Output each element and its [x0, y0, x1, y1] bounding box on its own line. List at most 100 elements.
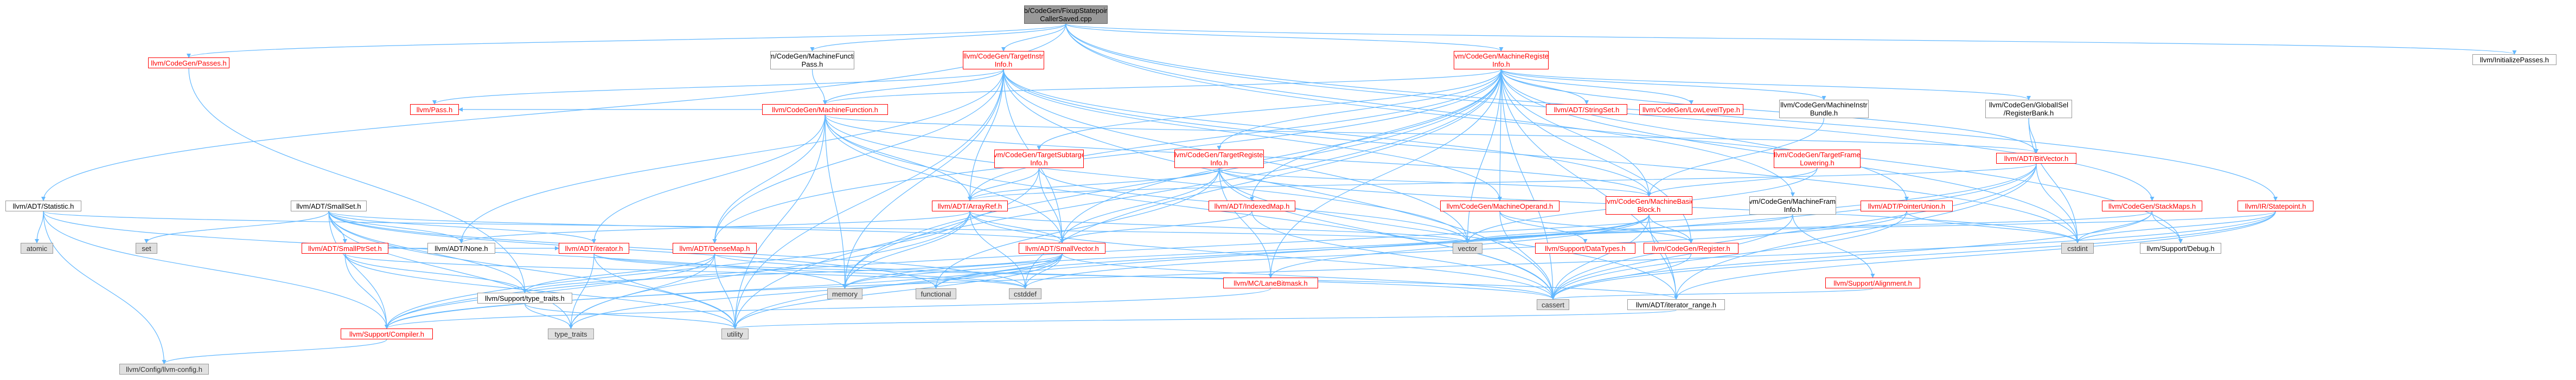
- node-std-memory[interactable]: memory: [827, 288, 862, 299]
- node-iterator-range[interactable]: llvm/ADT/iterator_range.h: [1627, 299, 1725, 310]
- node-arrayref[interactable]: llvm/ADT/ArrayRef.h: [932, 201, 1008, 211]
- edge-smallvector-to-type_traits_h: [522, 253, 1063, 293]
- edge-smallptrset-to-compiler: [344, 253, 389, 329]
- node-std-type-traits[interactable]: type_traits: [548, 329, 594, 339]
- edge-machine_frame_info-to-cassert: [1551, 214, 1793, 300]
- edge-arrayref-to-none: [459, 211, 970, 243]
- edge-machine_operand-to-datatypes: [1499, 211, 1588, 243]
- edge-arrayref-to-cstddef: [969, 211, 1027, 289]
- node-pointerunion[interactable]: llvm/ADT/PointerUnion.h: [1861, 201, 1953, 211]
- node-statistic[interactable]: llvm/ADT/Statistic.h: [5, 201, 81, 211]
- node-initialize-passes[interactable]: llvm/InitializePasses.h: [2472, 54, 2556, 65]
- edge-smallvector-to-compiler: [385, 253, 1063, 329]
- edge-bitvector-to-utility: [733, 163, 2037, 329]
- node-densemap[interactable]: llvm/ADT/DenseMap.h: [673, 243, 757, 254]
- node-std-functional[interactable]: functional: [916, 288, 956, 299]
- node-smallvector[interactable]: llvm/ADT/SmallVector.h: [1019, 243, 1105, 254]
- edge-machine_function-to-cassert: [824, 114, 1555, 300]
- node-pass[interactable]: llvm/Pass.h: [410, 104, 459, 115]
- edge-target_instr_info-to-machine_operand: [1003, 69, 1502, 201]
- edge-bitvector-to-cassert: [1551, 163, 2037, 300]
- node-std-utility[interactable]: utility: [721, 329, 749, 339]
- node-std-atomic[interactable]: atomic: [21, 243, 53, 254]
- edge-stackmaps-to-vector: [1465, 211, 2153, 243]
- node-std-cstdint[interactable]: cstdint: [2061, 243, 2094, 254]
- edge-compiler-to-config: [162, 339, 387, 364]
- edge-machine_operand-to-codegen_register: [1499, 211, 1693, 243]
- edge-smallvector-to-memory: [842, 253, 1063, 289]
- node-stackmaps[interactable]: llvm/CodeGen/StackMaps.h: [2102, 201, 2202, 211]
- edge-smallset-to-smallptrset: [328, 211, 347, 243]
- node-std-cassert[interactable]: cassert: [1537, 299, 1569, 310]
- node-machine-operand[interactable]: llvm/CodeGen/MachineOperand.h: [1440, 201, 1559, 211]
- edge-target_instr_info-to-cassert: [1003, 69, 1555, 300]
- edge-target_instr_info-to-utility: [733, 69, 1004, 329]
- node-support-debug[interactable]: llvm/Support/Debug.h: [2140, 243, 2221, 254]
- edge-machine_register_info-to-indexedmap: [1250, 69, 1502, 201]
- node-bitvector[interactable]: llvm/ADT/BitVector.h: [1996, 153, 2076, 164]
- edge-machine_register_info-to-bitvector: [1500, 69, 2038, 153]
- edge-arrayref-to-memory: [842, 211, 970, 289]
- node-low-level-type[interactable]: llvm/CodeGen/LowLevelType.h: [1639, 104, 1743, 115]
- edge-mf_pass-to-machine_function: [811, 69, 827, 105]
- node-stringset[interactable]: llvm/ADT/StringSet.h: [1546, 104, 1627, 115]
- node-iterator[interactable]: llvm/ADT/iterator.h: [559, 243, 629, 254]
- node-codegen-register[interactable]: llvm/CodeGen/Register.h: [1644, 243, 1738, 254]
- node-std-set[interactable]: set: [136, 243, 157, 254]
- edge-machine_function-to-arrayref: [824, 114, 972, 201]
- node-llvm-config[interactable]: llvm/Config/llvm-config.h: [119, 364, 209, 375]
- edge-smallset-to-iterator: [328, 211, 596, 243]
- edge-root-to-init_passes: [1065, 23, 2516, 55]
- edge-iterator-to-cstddef: [593, 253, 1027, 289]
- edge-ir_statepoint-to-cassert: [1551, 211, 2276, 300]
- edge-arrayref-to-vector: [969, 211, 1470, 243]
- edge-root-to-target_instr_info: [1001, 23, 1066, 51]
- edge-bitvector-to-arrayref: [968, 163, 2037, 201]
- edge-indexedmap-to-smallvector: [1060, 211, 1252, 243]
- edge-machine_register_info-to-vector: [1465, 69, 1502, 243]
- edge-iterator-to-type_traits: [568, 253, 595, 329]
- node-mc-lanebitmask[interactable]: llvm/MC/LaneBitmask.h: [1223, 278, 1318, 288]
- edge-arrayref-to-cassert: [969, 211, 1555, 300]
- edge-root-to-support_debug: [1065, 23, 2183, 243]
- node-smallset[interactable]: llvm/ADT/SmallSet.h: [291, 201, 367, 211]
- node-none[interactable]: llvm/ADT/None.h: [427, 243, 495, 254]
- edge-machine_register_info-to-lowleveltype: [1500, 69, 1693, 105]
- edge-target_instr_info-to-pass_h: [432, 69, 1004, 105]
- edge-ir_statepoint-to-vector: [1465, 211, 2276, 243]
- edge-machine_register_info-to-machine_function: [823, 69, 1502, 105]
- node-std-cstddef[interactable]: cstddef: [1009, 288, 1041, 299]
- edge-ir_statepoint-to-cstdint: [2075, 211, 2276, 243]
- edge-machine_function-to-iterator: [592, 114, 826, 243]
- node-support-alignment[interactable]: llvm/Support/Alignment.h: [1825, 278, 1920, 288]
- node-ir-statepoint[interactable]: llvm/IR/Statepoint.h: [2238, 201, 2313, 211]
- node-support-compiler[interactable]: llvm/Support/Compiler.h: [341, 329, 433, 339]
- edge-machine_register_info-to-iterator_range: [1500, 69, 1678, 300]
- node-support-datatypes[interactable]: llvm/Support/DataTypes.h: [1535, 243, 1635, 254]
- node-std-vector[interactable]: vector: [1453, 243, 1482, 254]
- node-indexedmap[interactable]: llvm/ADT/IndexedMap.h: [1209, 201, 1295, 211]
- edge-target_instr_info-to-arrayref: [968, 69, 1004, 201]
- edge-smallvector-to-utility: [733, 253, 1063, 329]
- node-smallptrset[interactable]: llvm/ADT/SmallPtrSet.h: [302, 243, 388, 254]
- edge-statistic-to-config: [43, 211, 167, 364]
- edge-indexedmap-to-cassert: [1251, 211, 1555, 300]
- node-machine-function[interactable]: llvm/CodeGen/MachineFunction.h: [762, 104, 888, 115]
- node-globalisel-register-bank[interactable]: llvm/CodeGen/GlobalISel/RegisterBank.h: [1985, 100, 2072, 118]
- edge-machine_operand-to-cassert: [1499, 211, 1555, 300]
- node-support-type-traits[interactable]: llvm/Support/type_traits.h: [477, 293, 572, 304]
- node-codegen-passes[interactable]: llvm/CodeGen/Passes.h: [148, 57, 229, 68]
- edge-target_instr_info-to-machine_function: [823, 69, 1004, 105]
- edge-bitvector-to-cstdint: [2036, 163, 2080, 243]
- node-machine-function-pass[interactable]: llvm/CodeGen/MachineFunctionPass.h: [770, 51, 854, 69]
